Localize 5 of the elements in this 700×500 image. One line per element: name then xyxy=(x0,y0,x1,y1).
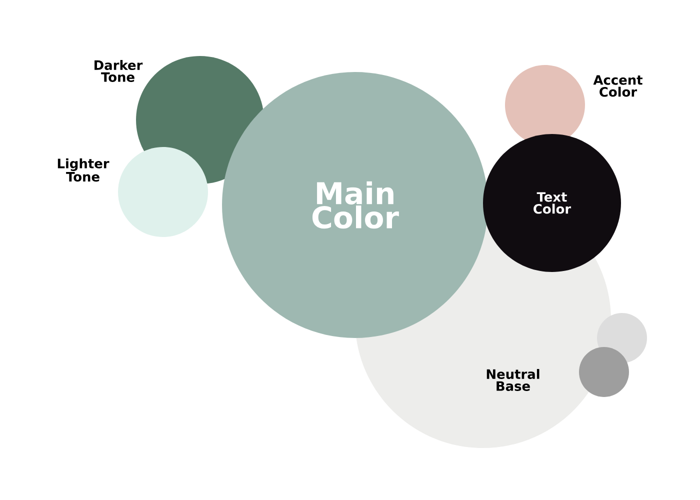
circle-label: Accent Color xyxy=(593,75,642,97)
circle-label: Neutral Base xyxy=(486,369,540,391)
swatch-circle xyxy=(579,347,629,397)
circle-label: Lighter Tone xyxy=(58,158,110,182)
circle-label: Darker Tone xyxy=(94,60,143,82)
